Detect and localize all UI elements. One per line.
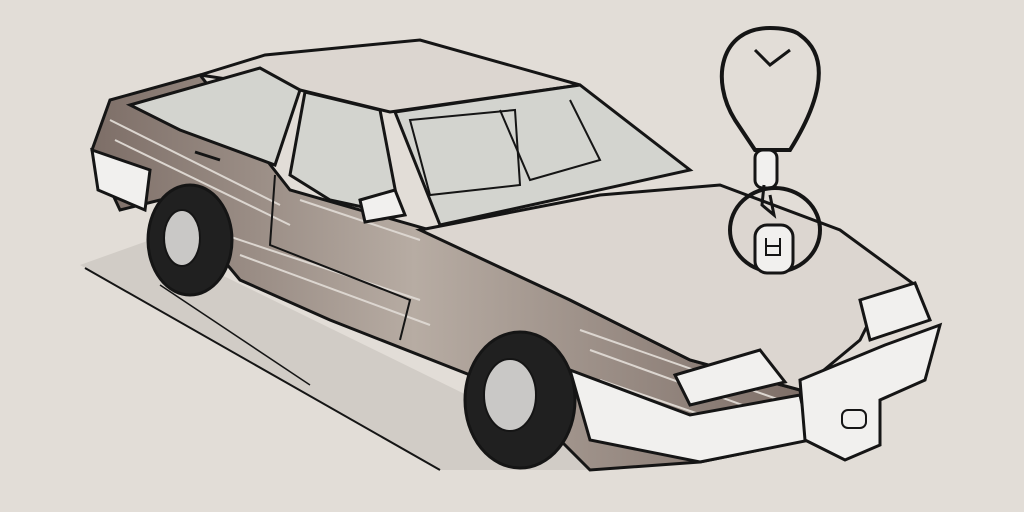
key-clip [753,148,779,190]
key-chain-link [760,184,777,219]
side-mirror [358,188,408,224]
seat-outline-2 [499,99,602,182]
ground-line [84,267,441,471]
rear-window [125,66,302,167]
key-ring-top [719,25,821,152]
headlight-left [672,348,788,407]
door-seam [268,174,412,341]
side-window [288,90,402,217]
seat-outline [408,108,522,197]
door-handle [194,150,221,162]
headlight-right [858,281,932,342]
rear-bumper [90,147,152,213]
ground-line-inner [159,284,311,386]
rear-wheel [146,183,234,297]
key-fob [719,25,822,275]
key-ring-inner [753,48,791,67]
front-wheel [463,330,577,470]
key-body [753,223,795,275]
plate-slot [841,409,867,429]
key-logo-icon [765,238,781,256]
front-grille-plate [798,322,943,462]
